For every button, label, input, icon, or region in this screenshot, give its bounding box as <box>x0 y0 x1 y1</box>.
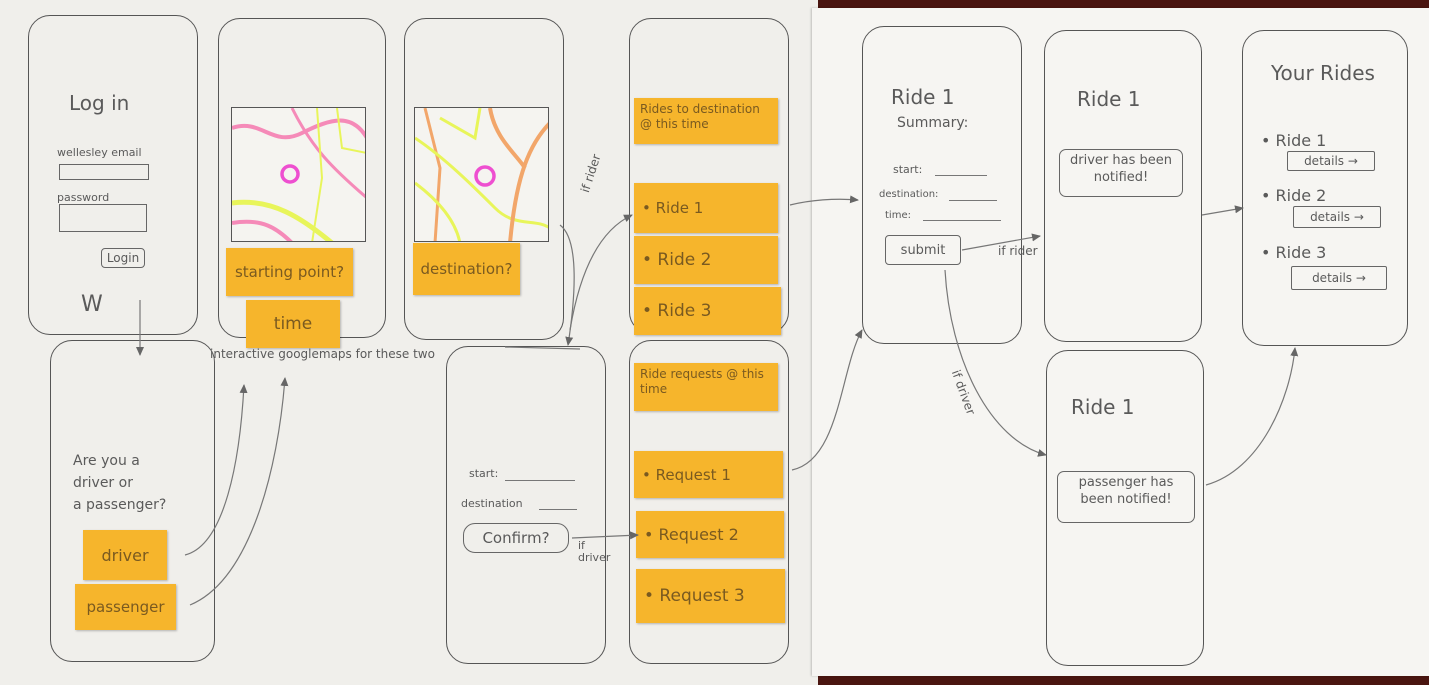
ride-item-3[interactable]: • Ride 3 <box>634 287 781 335</box>
driver-notified-screen: Ride 1 passenger has been notified! <box>1046 350 1204 666</box>
login-title: Log in <box>69 91 130 115</box>
arrow-rides-to-summary <box>789 195 859 206</box>
confirm-start-line <box>505 480 575 481</box>
email-label: wellesley email <box>57 146 142 159</box>
map-start-drawing <box>232 108 365 241</box>
start-time-screen <box>218 18 386 338</box>
starting-point-input[interactable]: starting point? <box>226 248 353 296</box>
driver-notified-message: passenger has been notified! <box>1057 471 1195 523</box>
rider-notified-message: driver has been notified! <box>1059 149 1183 197</box>
your-rides-item-2-details-button[interactable]: details → <box>1293 206 1381 228</box>
map-destination-drawing <box>415 108 548 241</box>
requests-list-header: Ride requests @ this time <box>634 363 778 411</box>
arrow-rider-notified-to-your-rides <box>1201 205 1244 216</box>
map-destination[interactable] <box>414 107 549 242</box>
arrow-passenger-to-start <box>189 377 289 606</box>
confirm-button[interactable]: Confirm? <box>463 523 569 553</box>
your-rides-screen: Your Rides • Ride 1 details → • Ride 2 d… <box>1242 30 1408 346</box>
summary-screen: Ride 1 Summary: start: destination: time… <box>862 26 1022 344</box>
arrow-branch-to-rides <box>569 214 633 331</box>
rides-list-header: Rides to destination @ this time <box>634 98 778 144</box>
paper-sheet-right <box>812 8 1429 676</box>
summary-destination-label: destination: <box>879 189 939 200</box>
request-item-1[interactable]: • Request 1 <box>634 451 783 498</box>
request-item-3[interactable]: • Request 3 <box>636 569 785 623</box>
confirm-screen: start: destination Confirm? <box>446 346 606 664</box>
rider-notified-title: Ride 1 <box>1077 87 1141 111</box>
destination-screen <box>404 18 564 340</box>
summary-start-line <box>935 175 987 176</box>
password-label: password <box>57 191 110 204</box>
request-item-2[interactable]: • Request 2 <box>636 511 784 558</box>
summary-title: Ride 1 <box>891 85 955 109</box>
arrow-requests-to-summary <box>791 329 863 471</box>
map-start[interactable] <box>231 107 366 242</box>
arrow-driver-notified-to-your-rides <box>1205 347 1299 486</box>
your-rides-item-1-label: • Ride 1 <box>1261 131 1327 150</box>
your-rides-item-3-label: • Ride 3 <box>1261 243 1327 262</box>
arrow-maps-note-to-confirm <box>504 346 581 350</box>
role-question-line-1: Are you a <box>73 453 140 469</box>
time-input[interactable]: time <box>246 300 340 348</box>
login-button[interactable]: Login <box>101 248 145 268</box>
driver-option[interactable]: driver <box>83 530 167 580</box>
your-rides-item-3-details-button[interactable]: details → <box>1291 266 1387 290</box>
arrow-submit-to-driver-notified <box>944 269 1047 457</box>
ride-item-1[interactable]: • Ride 1 <box>634 183 778 233</box>
ride-item-2[interactable]: • Ride 2 <box>634 236 778 284</box>
role-question-line-2: driver or <box>73 475 133 491</box>
summary-destination-line <box>949 200 997 201</box>
password-field[interactable] <box>59 204 147 232</box>
confirm-start-label: start: <box>469 467 499 480</box>
login-screen: Log in wellesley email password Login W <box>28 15 198 335</box>
email-field[interactable] <box>59 164 149 180</box>
passenger-option[interactable]: passenger <box>75 584 176 630</box>
role-screen: Are you a driver or a passenger? <box>50 340 215 662</box>
maps-note: interactive googlemaps for these two <box>210 347 435 361</box>
arrow-driver-to-start <box>184 384 248 556</box>
rider-notified-screen: Ride 1 driver has been notified! <box>1044 30 1202 342</box>
your-rides-item-2-label: • Ride 2 <box>1261 186 1327 205</box>
arrow-destination-to-flows <box>559 224 575 346</box>
your-rides-title: Your Rides <box>1271 61 1375 85</box>
flow-label-if-driver-1: if driver <box>578 539 611 564</box>
submit-button[interactable]: submit <box>885 235 961 265</box>
summary-start-label: start: <box>893 163 923 176</box>
arrow-confirm-to-requests <box>571 531 639 540</box>
summary-time-label: time: <box>885 210 911 221</box>
arrow-submit-to-rider-notified <box>961 233 1041 251</box>
wellesley-logo: W <box>81 292 103 317</box>
your-rides-item-1-details-button[interactable]: details → <box>1287 151 1375 171</box>
summary-time-line <box>923 220 1001 221</box>
confirm-destination-line <box>539 509 577 510</box>
driver-notified-title: Ride 1 <box>1071 395 1135 419</box>
requests-list-screen <box>629 340 789 664</box>
role-question-line-3: a passenger? <box>73 497 167 513</box>
destination-input[interactable]: destination? <box>413 243 520 295</box>
summary-subtitle: Summary: <box>897 115 969 131</box>
flow-label-if-rider-2: if rider <box>998 244 1038 258</box>
confirm-destination-label: destination <box>461 497 523 510</box>
